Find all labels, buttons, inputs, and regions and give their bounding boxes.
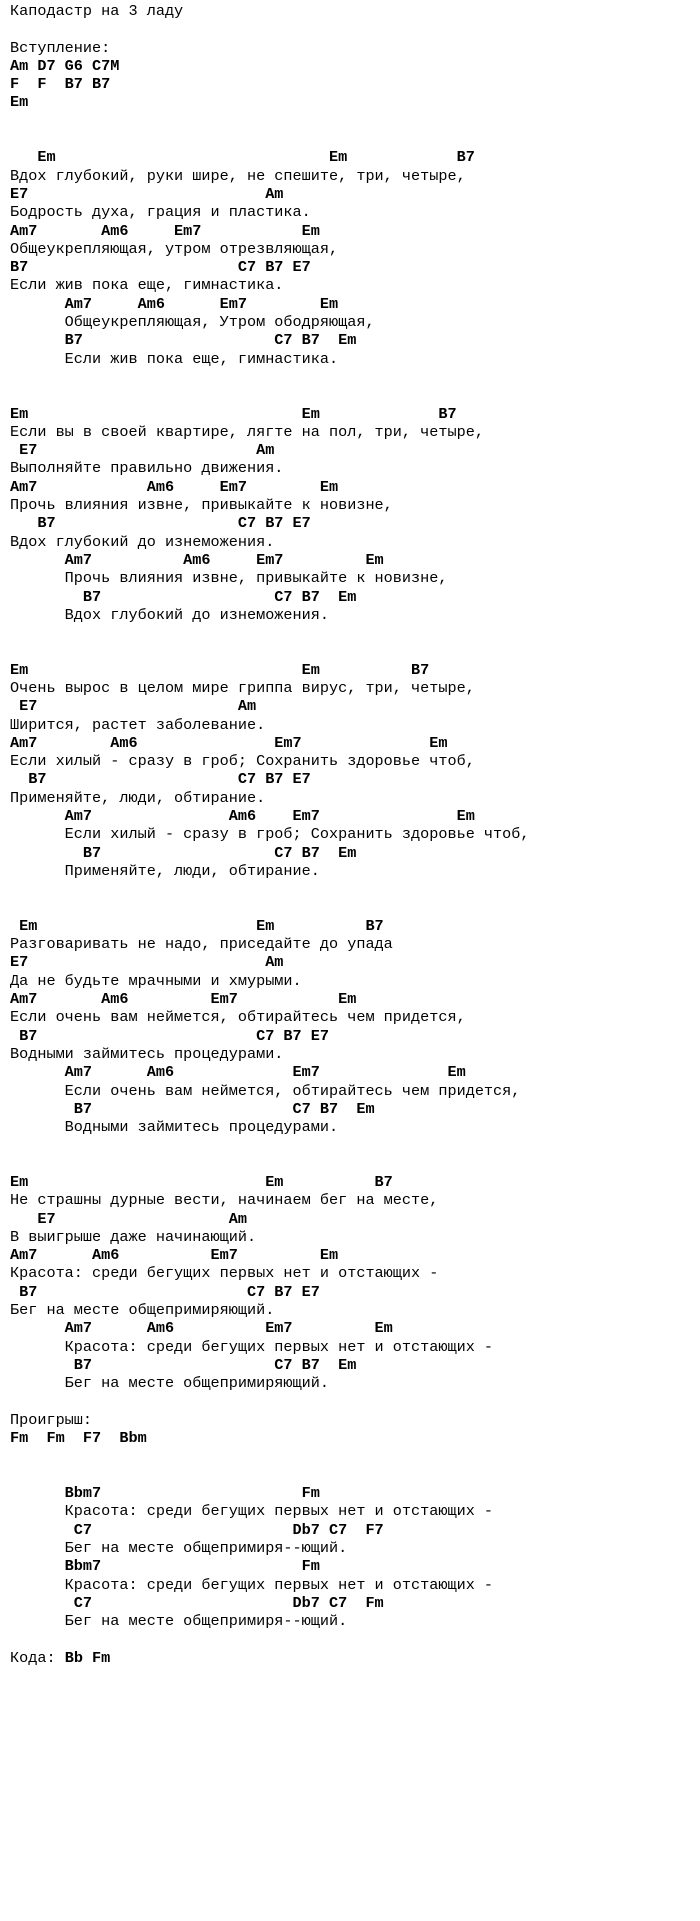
- lyric-line: Применяйте, люди, обтирание.: [10, 861, 320, 880]
- chord-line: Am7 Am6 Em7 Em: [10, 294, 339, 313]
- chord-line: B7 C7 B7 E7: [10, 514, 311, 533]
- coda-line: Кода: Bb Fm: [10, 1649, 700, 1667]
- lyric-line: Очень вырос в целом мире гриппа вирус, т…: [10, 678, 475, 697]
- chord-line: E7 Am: [10, 441, 275, 460]
- chord-line: Am7 Am6 Em7 Em: [10, 221, 320, 240]
- blank-line: [10, 1393, 700, 1411]
- lyric-line: Да не будьте мрачными и хмурыми.: [10, 971, 302, 990]
- chord-line: Em Em B7: [10, 404, 457, 423]
- lyric-line: Красота: среди бегущих первых нет и отст…: [10, 1575, 494, 1594]
- chord-line: B7 C7 B7 Em: [10, 843, 357, 862]
- lyric-line: Если вы в своей квартире, лягте на пол, …: [10, 422, 484, 441]
- blank-line: [10, 386, 700, 404]
- lyric-line: Водными займитесь процедурами.: [10, 1118, 339, 1137]
- section-label: Проигрыш:: [10, 1410, 93, 1429]
- chord-line: B7 C7 B7 E7: [10, 258, 311, 277]
- lyric-line: Красота: среди бегущих первых нет и отст…: [10, 1502, 494, 1521]
- chord-line: Am D7 G6 C7M: [10, 56, 120, 75]
- lyric-line: Вдох глубокий, руки шире, не спешите, тр…: [10, 166, 466, 185]
- blank-line: [10, 130, 700, 148]
- chord-line: B7 C7 B7 Em: [10, 1099, 375, 1118]
- lyric-line: Если очень вам неймется, обтирайтесь чем…: [10, 1008, 466, 1027]
- lyric-line: Если очень вам неймется, обтирайтесь чем…: [10, 1081, 521, 1100]
- lyric-line: Прочь влияния извне, привыкайте к новизн…: [10, 569, 448, 588]
- chord-line: C7 Db7 C7 Fm: [10, 1593, 384, 1612]
- chord-line: Bbm7 Fm: [10, 1484, 320, 1503]
- blank-line: [10, 1155, 700, 1173]
- chord-line: Am7 Am6 Em7 Em: [10, 733, 448, 752]
- chord-line: E7 Am: [10, 697, 257, 716]
- chord-line: Fm Fm F7 Bbm: [10, 1429, 147, 1448]
- lyric-line: Не страшны дурные вести, начинаем бег на…: [10, 1191, 439, 1210]
- lyric-line: Водными займитесь процедурами.: [10, 1044, 284, 1063]
- chord-line: B7 C7 B7 Em: [10, 1355, 357, 1374]
- lyric-line: Если жив пока еще, гимнастика.: [10, 349, 339, 368]
- chord-line: B7 C7 B7 E7: [10, 1282, 320, 1301]
- chord-line: Em Em B7: [10, 916, 384, 935]
- chord-line: B7 C7 B7 Em: [10, 587, 357, 606]
- lyric-line: Разговаривать не надо, приседайте до упа…: [10, 935, 393, 954]
- chord-line: Em Em B7: [10, 1173, 393, 1191]
- chord-line: Am7 Am6 Em7 Em: [10, 550, 384, 569]
- lyric-line: Применяйте, люди, обтирание.: [10, 788, 266, 807]
- chord-line: B7 C7 B7 Em: [10, 331, 357, 350]
- lyric-line: Бег на месте общепримиря--ющий.: [10, 1538, 348, 1557]
- chord-line: Am7 Am6 Em7 Em: [10, 477, 339, 496]
- lyric-line: Выполняйте правильно движения.: [10, 459, 284, 478]
- chord-line: Am7 Am6 Em7 Em: [10, 990, 357, 1009]
- blank-line: [10, 368, 700, 386]
- blank-line: [10, 1466, 700, 1484]
- blank-line: [10, 112, 700, 130]
- chord-line: Em Em B7: [10, 148, 475, 167]
- chord-line: Am7 Am6 Em7 Em: [10, 807, 475, 826]
- lyric-line: В выигрыше даже начинающий.: [10, 1227, 257, 1246]
- lyric-line: Общеукрепляющая, Утром ободряющая,: [10, 313, 375, 332]
- chord-line: F F B7 B7: [10, 75, 111, 94]
- chord-line: Em Em B7: [10, 660, 430, 679]
- chord-line: Am7 Am6 Em7 Em: [10, 1246, 339, 1265]
- blank-line: [10, 899, 700, 917]
- blank-line: [10, 20, 700, 38]
- lyric-line: Красота: среди бегущих первых нет и отст…: [10, 1337, 494, 1356]
- blank-line: [10, 1136, 700, 1154]
- lyric-line: Вдох глубокий до изнеможения.: [10, 605, 329, 624]
- lyric-line: Если хилый - сразу в гроб; Сохранить здо…: [10, 752, 475, 771]
- lyric-line: Бег на месте общепримиря--ющий.: [10, 1612, 348, 1631]
- blank-line: [10, 624, 700, 642]
- lyric-line: Общеукрепляющая, утром отрезвляющая,: [10, 239, 339, 258]
- chord-line: Em: [10, 93, 29, 112]
- section-label: Вступление:: [10, 38, 111, 57]
- lyric-line: Если хилый - сразу в гроб; Сохранить здо…: [10, 825, 530, 844]
- lyric-line: Ширится, растет заболевание.: [10, 715, 266, 734]
- lyric-line: Вдох глубокий до изнеможения.: [10, 532, 275, 551]
- chord-line: E7 Am: [10, 184, 284, 203]
- chord-line: B7 C7 B7 E7: [10, 1026, 329, 1045]
- coda-chords: Bb Fm: [64, 1648, 111, 1667]
- chord-line: E7 Am: [10, 953, 284, 972]
- blank-line: [10, 1447, 700, 1465]
- lyric-line: Красота: среди бегущих первых нет и отст…: [10, 1264, 439, 1283]
- chord-line: Bbm7 Fm: [10, 1557, 320, 1576]
- coda-label: Кода:: [10, 1648, 56, 1667]
- blank-line: [10, 642, 700, 660]
- chord-line: Am7 Am6 Em7 Em: [10, 1063, 466, 1082]
- chord-line: E7 Am: [10, 1209, 247, 1228]
- lyric-line: Прочь влияния извне, привыкайте к новизн…: [10, 496, 393, 515]
- chord-line: B7 C7 B7 E7: [10, 770, 311, 789]
- lyric-line: Бег на месте общепримиряющий.: [10, 1374, 329, 1393]
- blank-line: [10, 880, 700, 898]
- lyric-line: Каподастр на 3 ладу: [10, 2, 184, 20]
- chord-line: Am7 Am6 Em7 Em: [10, 1319, 393, 1338]
- lyric-line: Если жив пока еще, гимнастика.: [10, 276, 284, 295]
- lyric-line: Бег на месте общепримиряющий.: [10, 1301, 275, 1320]
- blank-line: [10, 1630, 700, 1648]
- chord-line: C7 Db7 C7 F7: [10, 1520, 384, 1539]
- lyric-line: Бодрость духа, грация и пластика.: [10, 203, 311, 222]
